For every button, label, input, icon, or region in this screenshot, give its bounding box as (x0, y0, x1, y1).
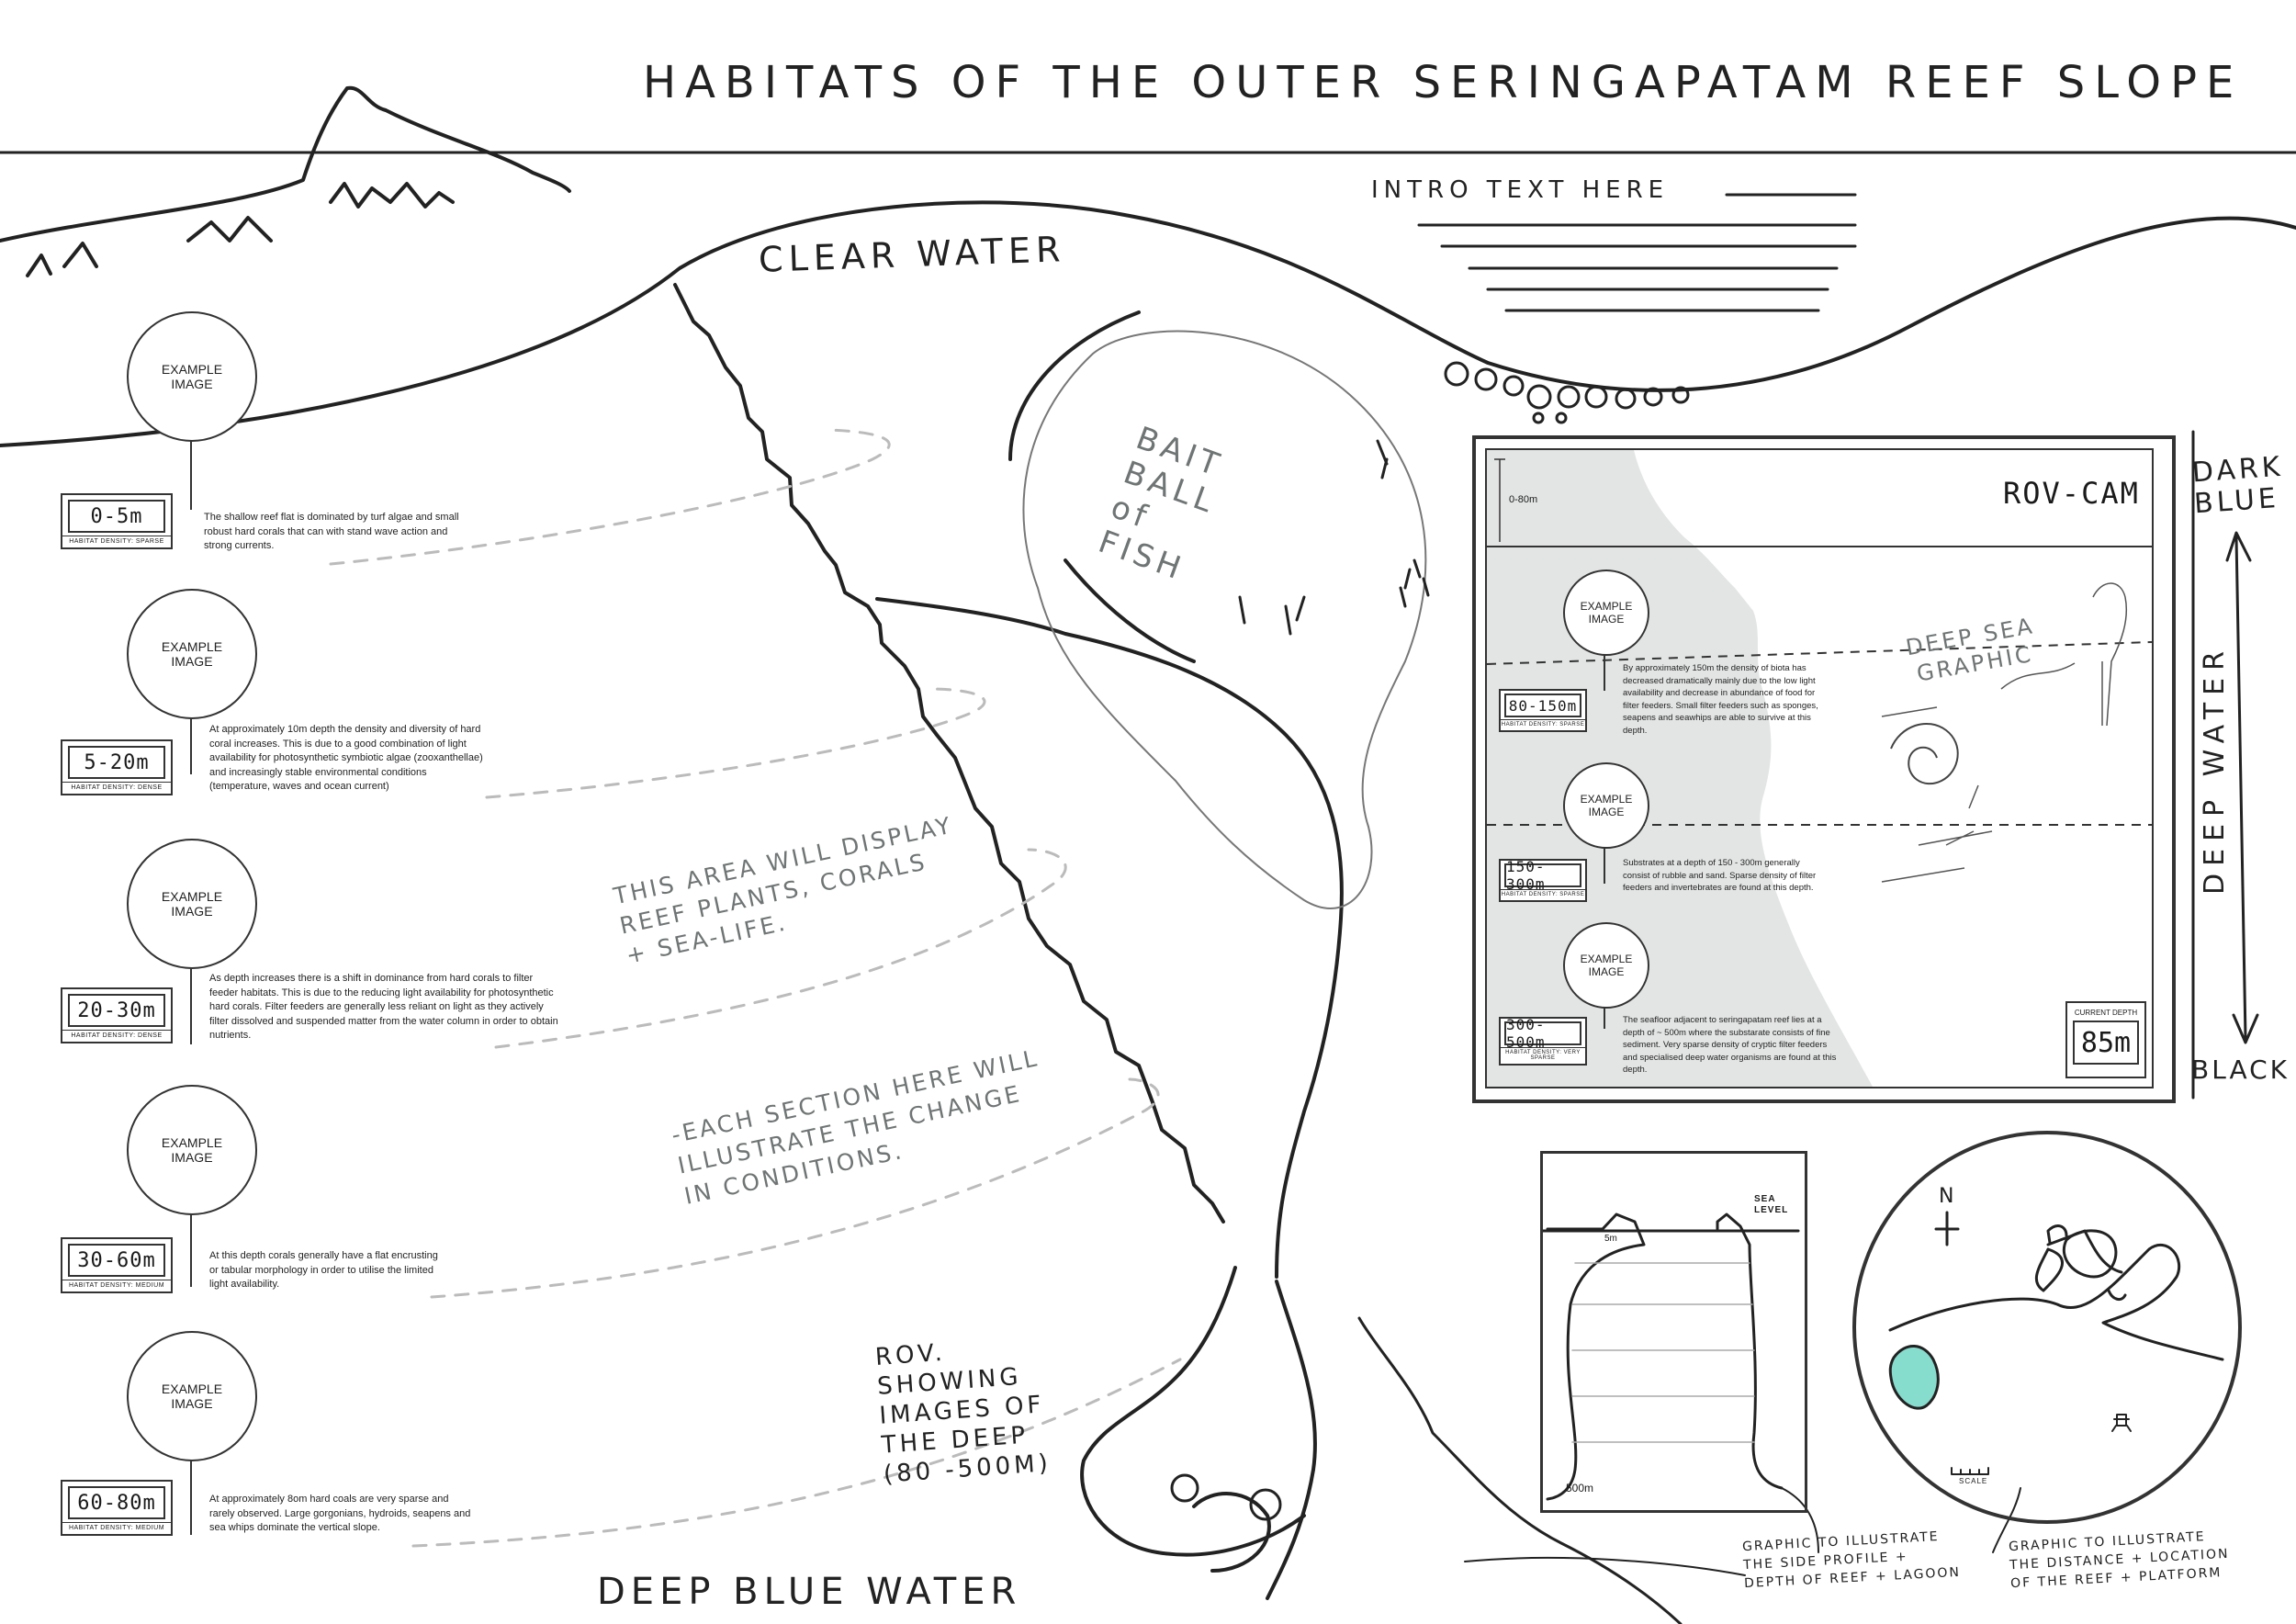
sea-level-line-2: LEVEL (1754, 1205, 1789, 1215)
deep-blue-water-label: DEEP BLUE WATER (597, 1571, 1022, 1613)
bait-fish-marks (1238, 439, 1430, 636)
location-map (1852, 1131, 2242, 1524)
rov-body (1192, 1280, 1317, 1600)
rov-cam-title: ROV-CAM (2003, 476, 2140, 511)
deep-water-arrow (2225, 531, 2259, 1044)
side-profile-reef (1546, 1212, 1784, 1501)
north-label: N (1939, 1185, 1954, 1208)
depth-readout: 0-5m (68, 500, 165, 533)
rov-note: ROV. SHOWING IMAGES OF THE DEEP (80 -500… (874, 1331, 1052, 1489)
island-texture (26, 182, 455, 277)
rov-depth-readout: 150-300m (1504, 858, 1581, 893)
reef-step-line (875, 597, 1344, 1279)
bait-ball-inner (1008, 310, 1196, 663)
rov-depth-readout: 80-150m (1504, 694, 1581, 717)
current-depth-readout: 85m (2073, 1021, 2139, 1065)
black-label: BLACK (2191, 1054, 2290, 1085)
rov-fin (1357, 1316, 1683, 1624)
habitat-description: As depth increases there is a shift in d… (209, 973, 558, 1041)
habitat-description: At this depth corals generally have a fl… (209, 1250, 438, 1290)
image-stem (190, 1460, 192, 1535)
rov-depth-gauge: 80-150m HABITAT DENSITY: SPARSE (1499, 689, 1587, 732)
rov-section-description: Substrates at a depth of 150 - 300m gene… (1623, 858, 1817, 893)
bait-ball-outline (1022, 330, 1427, 909)
rov-habitat-density: HABITAT DENSITY: SPARSE (1501, 719, 1585, 730)
map-note: GRAPHIC TO ILLUSTRATE THE DISTANCE + LOC… (2009, 1527, 2232, 1593)
island-hill (0, 85, 571, 242)
scale-label: SCALE (1959, 1477, 1988, 1485)
depth-readout: 20-30m (68, 994, 165, 1027)
rov-habitat-density: HABITAT DENSITY: SPARSE (1501, 889, 1585, 900)
habitat-description: The shallow reef flat is dominated by tu… (204, 512, 459, 551)
side-5m-label: 5m (1604, 1234, 1617, 1244)
rov-habitat-density: HABITAT DENSITY: VERY SPARSE (1501, 1047, 1585, 1064)
image-stem (190, 1213, 192, 1287)
reef-wall-line (673, 283, 1225, 1224)
page-title: HABITATS of THE OUTER SERINGAPATAM REEF … (643, 57, 2244, 108)
deep-water-label: DEEP WATER (2198, 644, 2231, 895)
depth-gauge: 20-30m HABITAT DENSITY: DENSE (61, 987, 173, 1043)
rov-depth-readout: 300-500m (1504, 1016, 1581, 1051)
sea-level-line-1: SEA (1754, 1194, 1776, 1204)
current-depth-label: CURRENT DEPTH (2074, 1009, 2138, 1017)
habitat-description: At approximately 10m depth the density a… (209, 724, 483, 792)
rov-cable (1080, 1266, 1306, 1557)
reef-top-arc (0, 200, 2296, 447)
side-500m-label: 500m (1566, 1482, 1594, 1494)
habitat-density: HABITAT DENSITY: MEDIUM (62, 1522, 171, 1534)
rov-image-stem (1604, 1007, 1605, 1029)
rov-image-stem (1604, 654, 1605, 691)
current-depth-gauge: CURRENT DEPTH 85m (2065, 1001, 2146, 1078)
rov-section-description: By approximately 150m the density of bio… (1623, 663, 1818, 736)
habitat-density: HABITAT DENSITY: DENSE (62, 1030, 171, 1042)
image-stem (190, 717, 192, 774)
image-stem (190, 967, 192, 1044)
seabed-line (1464, 1556, 1746, 1576)
dark-blue-label: DARK BLUE (2191, 451, 2287, 521)
habitat-density: HABITAT DENSITY: SPARSE (62, 536, 171, 547)
rov-scale-label: 0-80m (1509, 494, 1538, 505)
depth-readout: 60-80m (68, 1486, 165, 1519)
rov-depth-gauge: 300-500m HABITAT DENSITY: VERY SPARSE (1499, 1016, 1587, 1066)
depth-gauge: 5-20m HABITAT DENSITY: DENSE (61, 739, 173, 795)
depth-gauge: 30-60m HABITAT DENSITY: MEDIUM (61, 1237, 173, 1293)
depth-dashes (329, 428, 1182, 1548)
intro-text-lines (1417, 193, 1857, 312)
image-stem (190, 440, 192, 510)
side-profile-box (1540, 1151, 1807, 1513)
depth-gauge: 0-5m HABITAT DENSITY: SPARSE (61, 493, 173, 549)
habitat-density: HABITAT DENSITY: MEDIUM (62, 1280, 171, 1291)
depth-gauge: 60-80m HABITAT DENSITY: MEDIUM (61, 1480, 173, 1536)
sea-level-label: SEA LEVEL (1754, 1194, 1788, 1216)
habitat-density: HABITAT DENSITY: DENSE (62, 782, 171, 794)
side-profile-note: GRAPHIC TO ILLUSTRATE THE SIDE PROFILE +… (1742, 1527, 1962, 1593)
depth-readout: 5-20m (68, 746, 165, 779)
rov-image-stem (1604, 847, 1605, 884)
dark-blue-line-2: BLUE (2193, 482, 2280, 521)
rov-light-left (1170, 1473, 1199, 1503)
depth-readout: 30-60m (68, 1244, 165, 1277)
rov-light-right (1249, 1488, 1282, 1521)
habitat-description: At approximately 8om hard coals are very… (209, 1494, 471, 1533)
intro-text-label: INTRO TEXT HERE (1371, 176, 1670, 204)
side-depth-lines (1571, 1262, 1755, 1443)
surface-rocks (1444, 361, 1690, 424)
rov-section-description: The seafloor adjacent to seringapatam re… (1623, 1015, 1837, 1075)
rov-depth-gauge: 150-300m HABITAT DENSITY: SPARSE (1499, 858, 1587, 902)
